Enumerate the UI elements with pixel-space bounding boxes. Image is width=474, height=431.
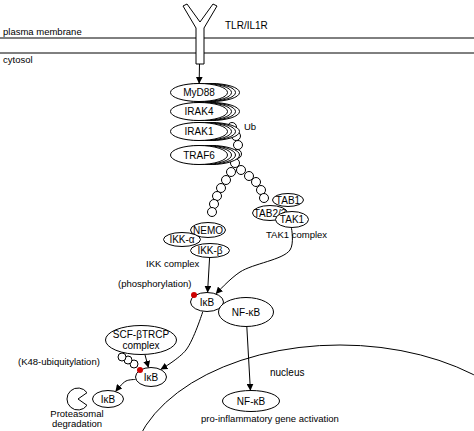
membrane-line: [0, 53, 474, 54]
nucleus-outline: [130, 345, 474, 431]
annotation-label: (phosphorylation): [118, 279, 191, 289]
annotation-label: pro-inflammatory gene activation: [180, 414, 360, 424]
ubiquitin-circle: [260, 194, 269, 203]
ubiquitin-circle: [130, 360, 138, 368]
ubiquitin-circle: [124, 356, 132, 364]
phosphate-dot: [137, 367, 143, 373]
membrane-line: [0, 38, 474, 39]
protein-ellipse: IRAK4: [170, 102, 228, 121]
ubiquitin-circle: [208, 208, 217, 217]
node-text: TAK1: [280, 214, 304, 225]
ubiquitin-circle: [227, 168, 236, 177]
node-text: SCF-βTRCP complex: [105, 329, 177, 351]
protein-ellipse: NF-κB: [222, 390, 280, 412]
phosphate-dot: [191, 292, 197, 298]
protein-ellipse: NF-κB: [218, 297, 274, 327]
arrow-connector: [161, 312, 203, 370]
node-text: MyD88: [183, 87, 215, 98]
annotation-label: Proteasomal degradation: [45, 409, 109, 429]
node-text: IκB: [200, 297, 214, 308]
protein-ellipse: IKK-β: [190, 243, 230, 258]
ellipse-outline: [136, 368, 167, 387]
ubiquitin-circle: [237, 166, 246, 175]
ubiquitin-circle: [222, 176, 231, 185]
annotation-label: IKK complex: [146, 259, 199, 269]
protein-ellipse: IκB: [92, 390, 124, 408]
ellipse-outline: [93, 391, 124, 408]
node-text: NF-κB: [237, 396, 265, 407]
protein-ellipse: TAK1: [275, 211, 309, 228]
ellipse-outline: [164, 233, 201, 247]
node-text: IRAK1: [185, 126, 214, 137]
protein-ellipse: TRAF6: [170, 145, 228, 165]
annotation-label: cytosol: [3, 55, 33, 65]
node-text: TAB1: [276, 195, 300, 206]
protein-ellipse: IκB: [135, 367, 167, 387]
protein-ellipse: SCF-βTRCP complex: [105, 325, 177, 355]
node-text: NF-κB: [232, 307, 260, 318]
proteasome-symbol: [67, 388, 87, 410]
annotation-label: plasma membrane: [3, 27, 82, 37]
protein-ellipse: MyD88: [170, 83, 228, 102]
ellipse-outline: [276, 212, 309, 228]
receptor-outline: [183, 4, 217, 64]
ellipse-outline: [171, 123, 228, 141]
arrow-connector: [145, 355, 148, 367]
node-text: IκB: [101, 394, 115, 405]
ubiquitin-circle: [118, 353, 126, 361]
node-text: nucleus: [270, 367, 304, 378]
receptor-shape: TLR/IL1R: [183, 4, 217, 64]
ellipse-outline: [219, 298, 274, 327]
ellipse-outline: [171, 146, 228, 165]
annotation-label: (K48-ubiquitylation): [18, 357, 100, 367]
node-text: TRAF6: [183, 150, 215, 161]
ellipse-outline: [171, 103, 228, 121]
protein-ellipse: IRAK1: [170, 122, 228, 141]
ellipse-outline: [191, 293, 224, 312]
node-text: IKK-β: [197, 245, 222, 256]
ubiquitin-circle: [252, 178, 261, 187]
arrow-connector: [208, 258, 210, 292]
arrow-connector: [199, 64, 200, 83]
protein-ellipse: TAB1: [272, 193, 304, 207]
ubiquitin-circle: [234, 141, 243, 150]
annotation-label: TAK1 complex: [266, 230, 327, 240]
arrow-connector: [247, 327, 251, 390]
ellipse-outline: [106, 326, 177, 355]
shape-outline: [183, 4, 217, 64]
node-text: IRAK4: [185, 106, 214, 117]
protein-ellipse: IKK-α: [163, 232, 201, 247]
ellipse-outline: [273, 194, 304, 207]
annotation-label: Ub: [244, 122, 256, 132]
node-text: TLR/IL1R: [225, 20, 268, 31]
ubiquitin-chain: [118, 353, 138, 368]
node-text: NEMO: [193, 225, 223, 236]
ellipse-outline: [191, 244, 230, 258]
arrow-connector: [116, 379, 136, 391]
ellipse-outline: [171, 84, 228, 102]
ellipse-outline: [223, 391, 280, 412]
node-text: IκB: [144, 372, 158, 383]
node-text: IKK-α: [169, 234, 194, 245]
